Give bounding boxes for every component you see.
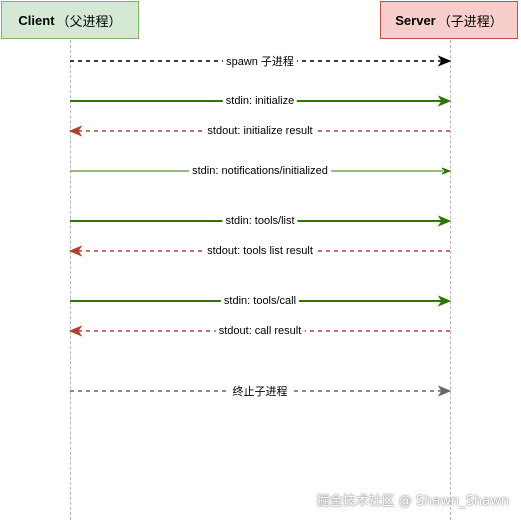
message-label-tools-call: stdin: tools/call — [220, 295, 300, 307]
arrowhead-8 — [68, 325, 83, 337]
arrowhead-5 — [437, 215, 452, 227]
arrowhead-2 — [437, 95, 452, 107]
client-lifeline — [70, 40, 71, 520]
client-name: Client — [18, 12, 55, 28]
server-participant: Server （子进程） — [380, 1, 518, 39]
arrowhead-9 — [437, 385, 452, 397]
arrowhead-4 — [441, 167, 452, 175]
arrowhead-3 — [68, 125, 83, 137]
arrowhead-1 — [437, 55, 452, 67]
watermark: 掘金技术社区 @ Shawn_Shawn — [316, 494, 509, 509]
message-label-call-result: stdout: call result — [215, 325, 305, 337]
message-label-terminate: 终止子进程 — [229, 383, 291, 399]
arrowhead-6 — [68, 245, 83, 257]
message-label-initialize-result: stdout: initialize result — [204, 125, 316, 137]
arrowhead-7 — [437, 295, 452, 307]
client-participant: Client （父进程） — [1, 1, 139, 39]
message-label-tools-list-result: stdout: tools list result — [204, 245, 316, 257]
message-label-tools-list: stdin: tools/list — [222, 215, 298, 227]
server-note: （子进程） — [437, 13, 503, 29]
message-label-spawn: spawn 子进程 — [223, 53, 297, 69]
server-name: Server — [395, 12, 436, 28]
client-note: （父进程） — [56, 13, 122, 29]
server-lifeline — [450, 40, 451, 520]
message-label-notifications-initialized: stdin: notifications/initialized — [189, 165, 331, 177]
message-label-initialize: stdin: initialize — [222, 95, 298, 107]
